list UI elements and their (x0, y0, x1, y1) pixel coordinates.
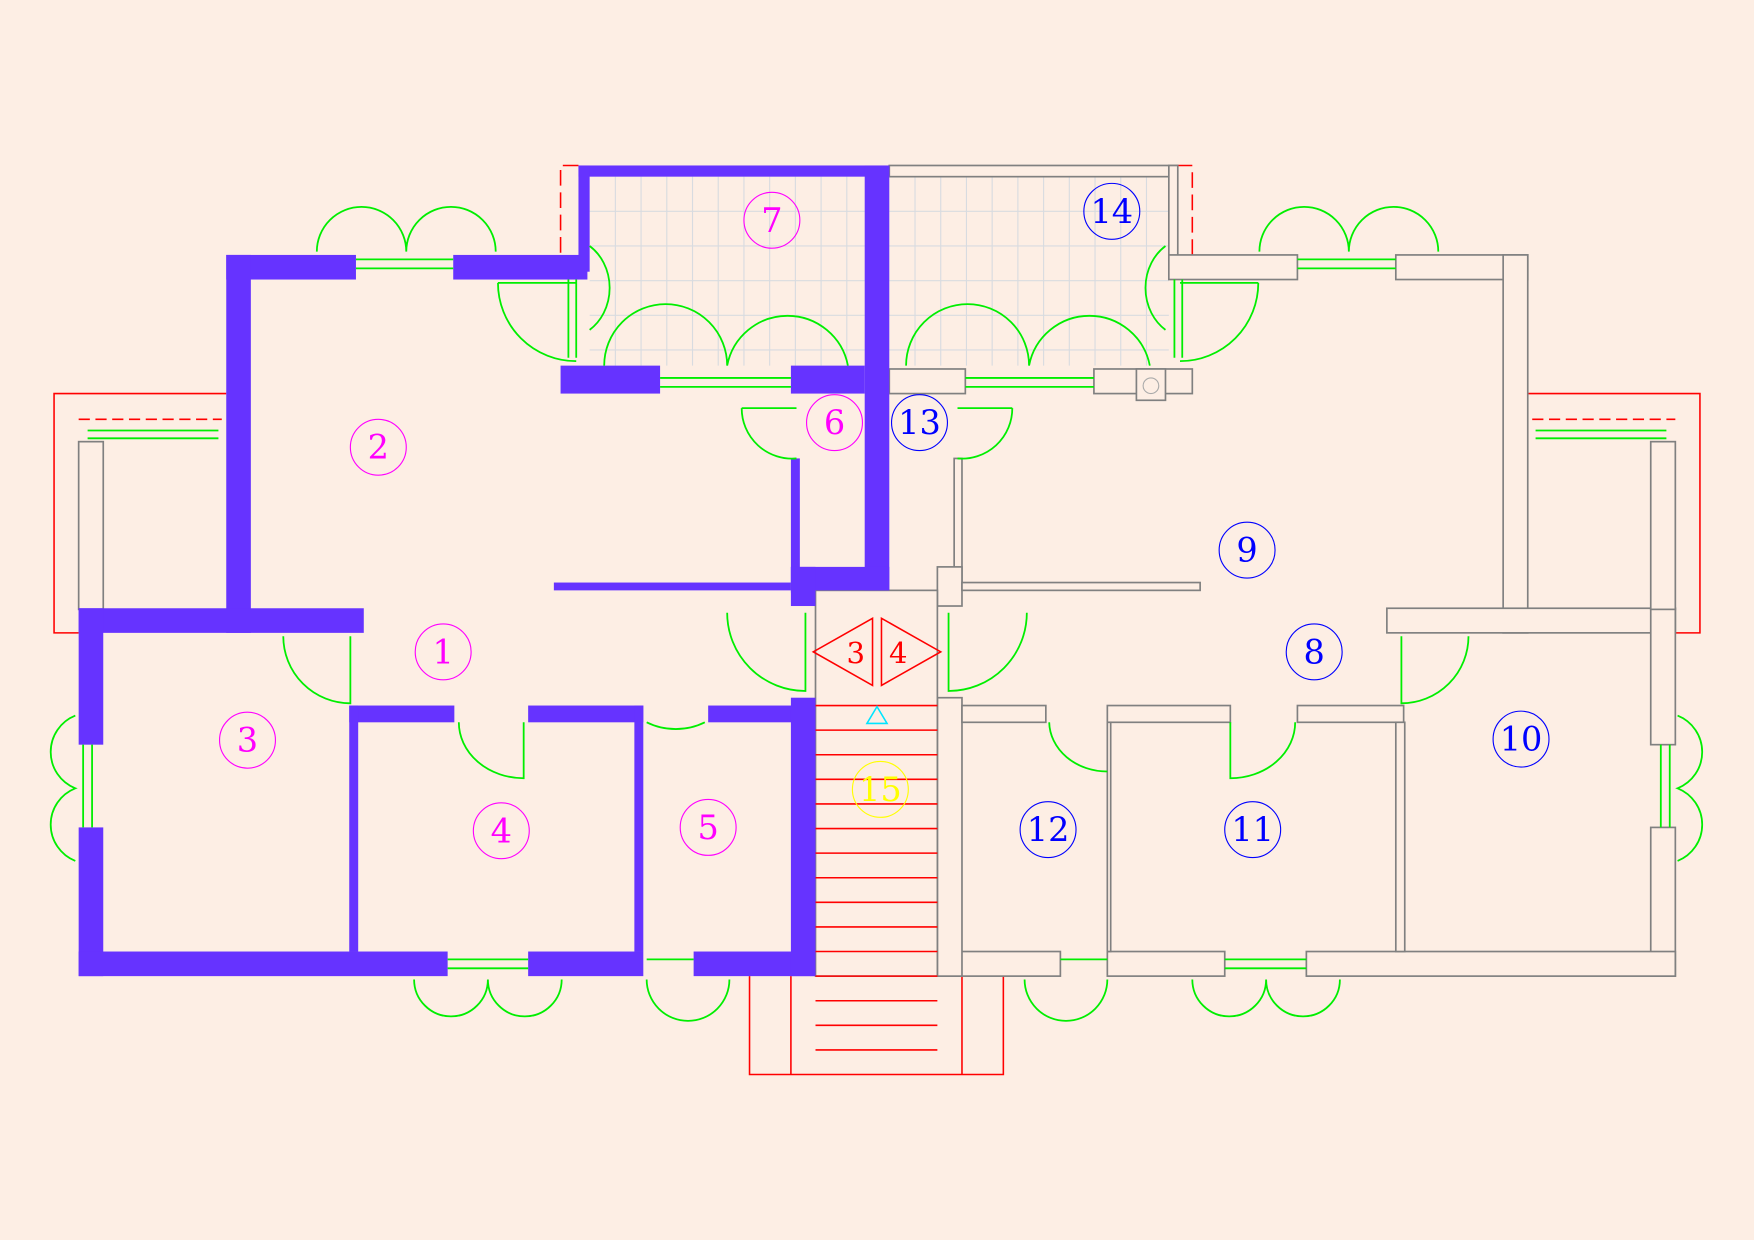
right-unit-walls (77, 164, 1677, 977)
balcony-tiles (589, 176, 1169, 366)
left-unit-walls (78, 165, 890, 977)
up-arrow-icon (865, 705, 889, 725)
room-label-5: 5 (697, 808, 718, 847)
stair-treads (815, 704, 938, 1051)
stair-door-label-4: 4 (889, 636, 908, 670)
room-labels: 1 2 3 4 5 6 7 8 9 10 11 12 13 14 15 3 4 (218, 182, 1550, 860)
room-label-11: 11 (1231, 810, 1274, 849)
room-label-4: 4 (491, 811, 512, 850)
room-label-14: 14 (1090, 192, 1133, 231)
stair-door-label-3: 3 (847, 636, 866, 670)
room-label-13: 13 (898, 403, 941, 442)
stair-door-markers (811, 616, 943, 725)
room-label-10: 10 (1500, 720, 1543, 759)
room-label-6: 6 (824, 403, 845, 442)
room-label-15: 15 (859, 770, 902, 809)
room-label-8: 8 (1304, 632, 1325, 671)
room-label-12: 12 (1027, 810, 1070, 849)
red-outlines (53, 164, 1701, 1076)
doors-windows (49, 205, 1704, 1022)
room-label-9: 9 (1236, 531, 1257, 570)
room-label-2: 2 (368, 428, 389, 467)
room-label-1: 1 (432, 632, 453, 671)
room-label-3: 3 (237, 721, 258, 760)
room-label-7: 7 (761, 201, 782, 240)
